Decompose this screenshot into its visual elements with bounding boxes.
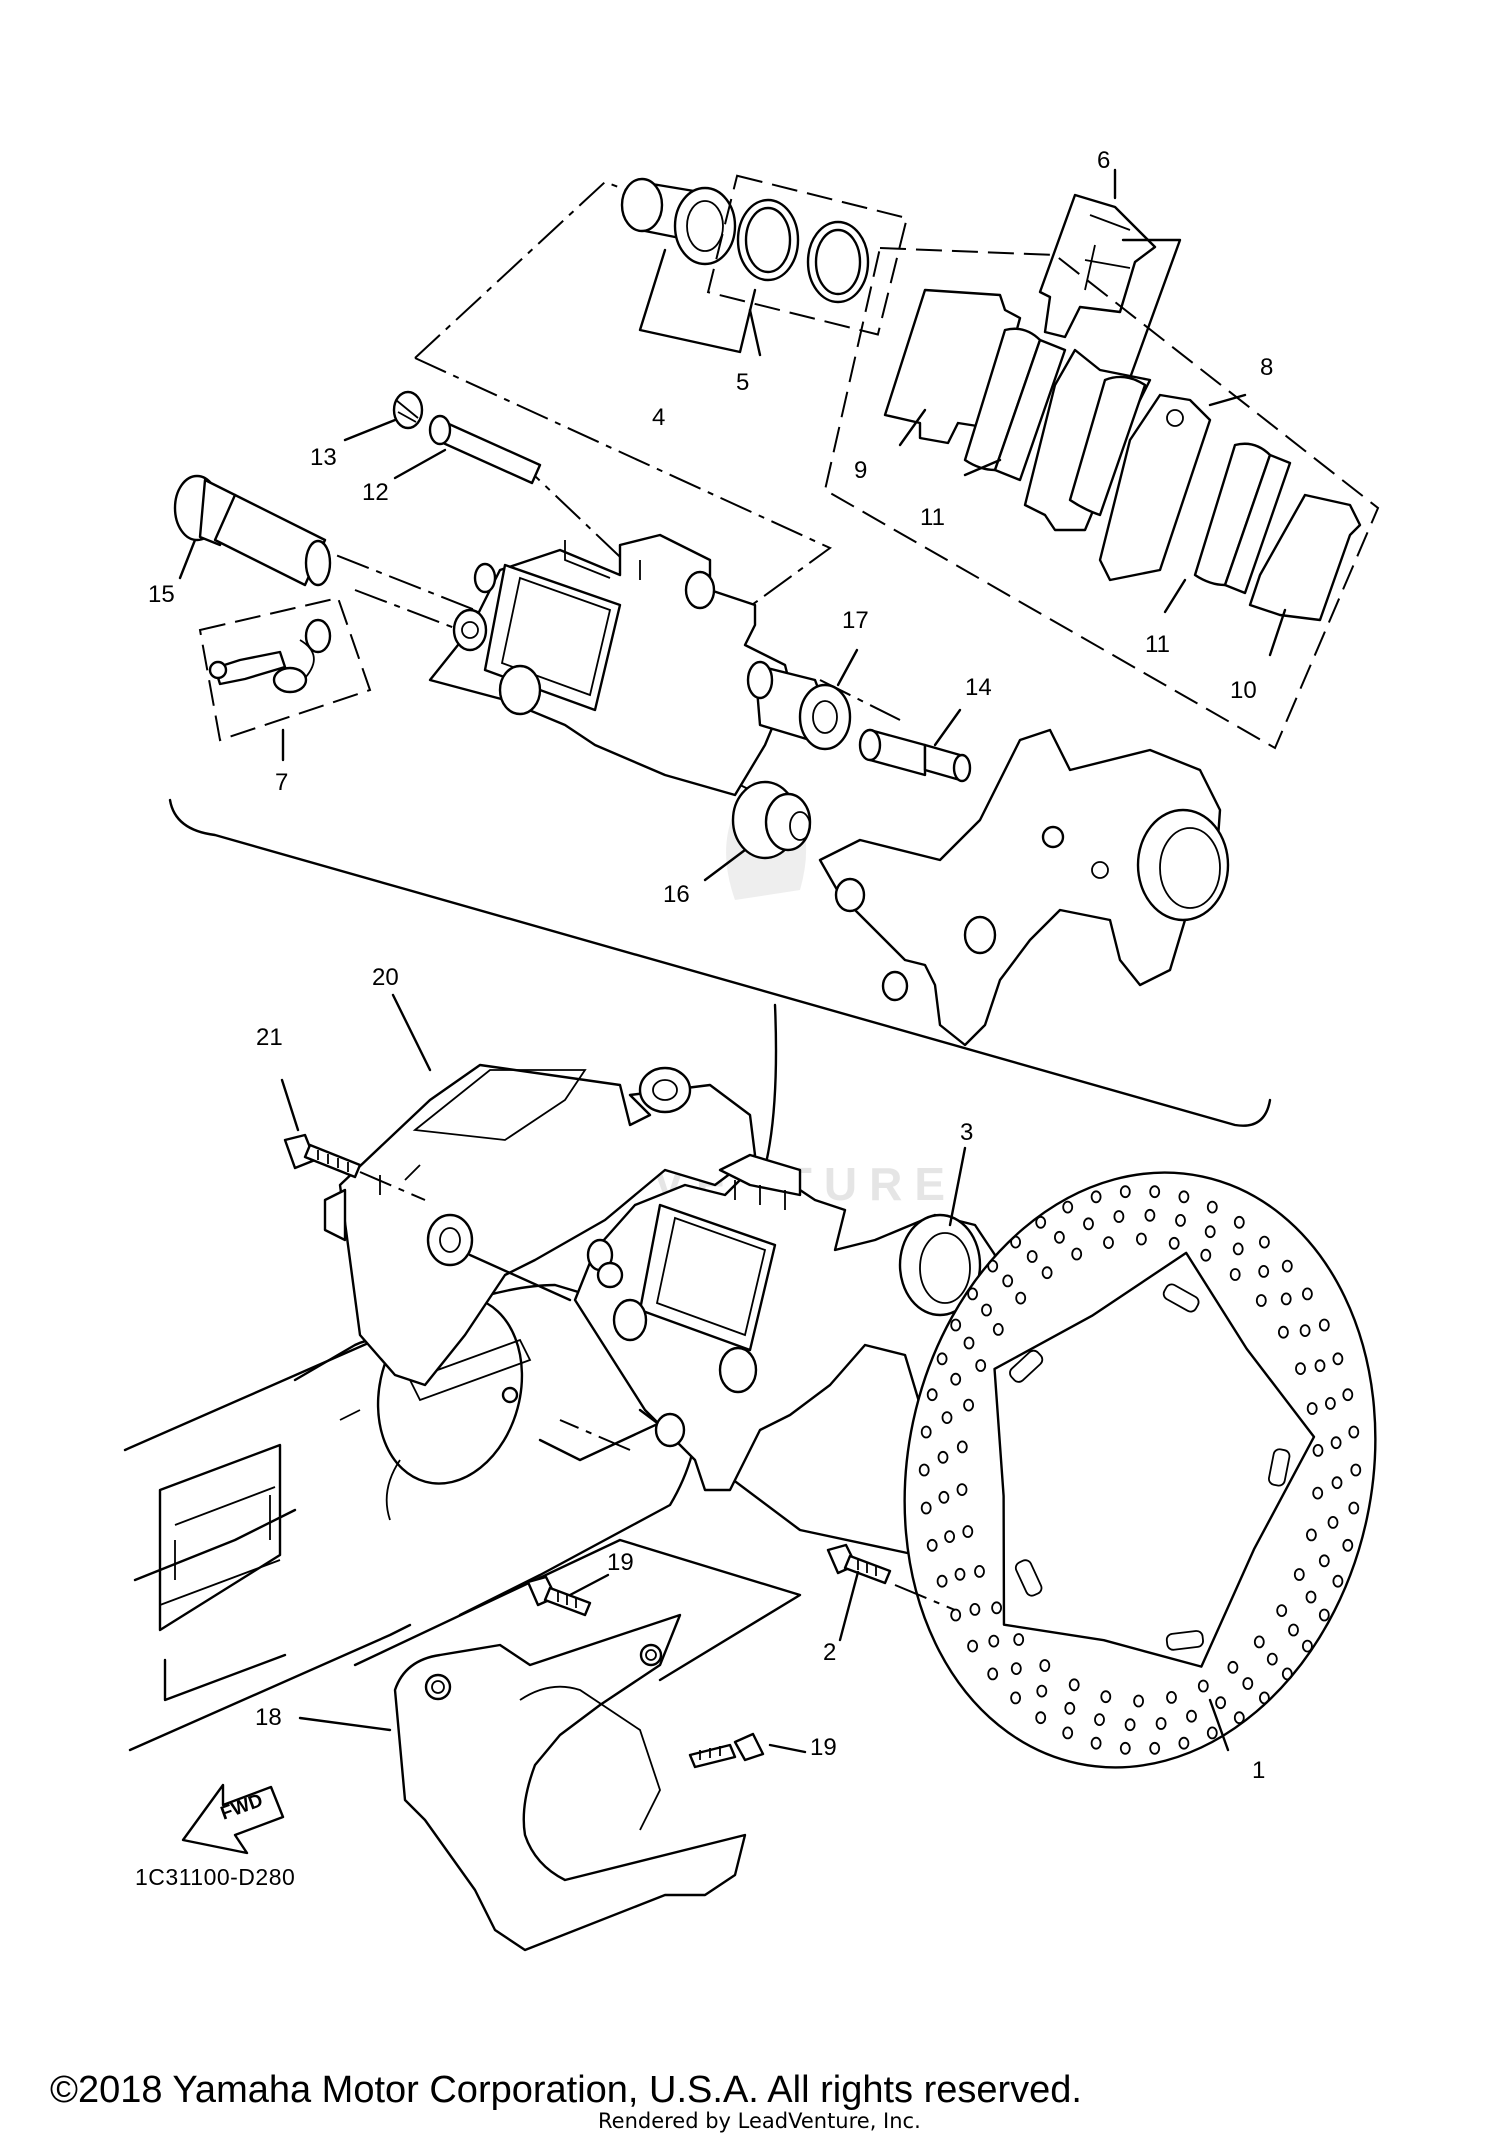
leader-line xyxy=(1121,238,1182,380)
caliper-bracket-bolt xyxy=(283,1133,362,1179)
leader-line xyxy=(963,458,1002,477)
callout-14: 14 xyxy=(965,674,992,701)
leader-line xyxy=(1268,608,1287,657)
assembly-line xyxy=(353,1538,802,1682)
callout-7: 7 xyxy=(275,769,288,796)
leader-line xyxy=(280,1078,300,1132)
callout-17: 17 xyxy=(842,607,869,634)
brake-pad xyxy=(1193,442,1292,595)
brake-pad xyxy=(963,327,1067,482)
alignment-line xyxy=(414,180,641,359)
diagram-code: 1C31100-D280 xyxy=(135,1864,295,1890)
brake-pad xyxy=(1023,348,1152,532)
leader-line xyxy=(638,248,757,354)
rendered-by-notice: Rendered by LeadVenture, Inc. xyxy=(598,2109,921,2133)
leader-line xyxy=(568,1573,610,1597)
callout-8: 8 xyxy=(1260,354,1273,381)
callout-13: 13 xyxy=(310,444,337,471)
leader-line xyxy=(1163,578,1187,614)
leader-line xyxy=(343,418,397,442)
alignment-line xyxy=(559,1419,631,1451)
leader-line xyxy=(838,1570,860,1642)
disc-guard xyxy=(393,1613,747,1952)
leader-line xyxy=(836,648,859,687)
alignment-line xyxy=(894,1584,956,1611)
piston-seal-kit xyxy=(706,174,909,336)
slide-pin-boot xyxy=(746,660,852,751)
bleed-screw-kit xyxy=(198,596,372,742)
leader-line xyxy=(768,1743,807,1754)
forward-direction-arrow: FWD xyxy=(181,1783,285,1855)
callout-3: 3 xyxy=(960,1119,973,1146)
disc-bolt xyxy=(826,1543,892,1585)
pad-shim xyxy=(1248,493,1362,622)
callout-19-upper: 19 xyxy=(607,1549,634,1576)
callout-19-lower: 19 xyxy=(810,1734,837,1761)
callout-21: 21 xyxy=(256,1024,283,1051)
leader-line xyxy=(393,448,447,480)
disc-guard-bolt xyxy=(688,1732,765,1769)
pad-pin-plug xyxy=(392,390,424,430)
brake-disc xyxy=(903,1171,1377,1769)
callout-labels: 6 8 5 4 13 12 9 11 15 17 11 14 10 7 16 2… xyxy=(135,147,1273,1890)
leader-line xyxy=(298,1716,392,1732)
alignment-line xyxy=(359,1171,426,1201)
pad-spring xyxy=(1038,193,1157,339)
leader-line xyxy=(1208,1698,1230,1752)
assembly-line xyxy=(468,1253,572,1302)
swingarm xyxy=(123,1283,702,1752)
callout-15: 15 xyxy=(148,581,175,608)
callout-4: 4 xyxy=(652,404,665,431)
leader-line xyxy=(933,708,962,747)
caliper-body xyxy=(428,533,792,797)
caliper-bracket xyxy=(323,1063,757,1387)
copyright-notice: ©2018 Yamaha Motor Corporation, U.S.A. A… xyxy=(50,2069,1082,2111)
callout-20: 20 xyxy=(372,964,399,991)
leader-line xyxy=(898,408,927,447)
piston xyxy=(620,177,737,266)
brake-pad-kit-outline xyxy=(823,246,1380,750)
callout-12: 12 xyxy=(362,479,389,506)
alignment-line xyxy=(284,534,476,611)
leader-line xyxy=(748,308,762,357)
pad-pin xyxy=(428,414,542,485)
callout-11-upper: 11 xyxy=(920,504,945,531)
brake-pad xyxy=(1098,393,1212,582)
disc-guard-bolt xyxy=(526,1575,592,1617)
brake-caliper-assembly xyxy=(573,1153,997,1492)
slide-pin-boot xyxy=(731,780,812,860)
callout-10: 10 xyxy=(1230,677,1257,704)
alignment-line xyxy=(414,357,832,611)
bracket-pin xyxy=(858,728,972,783)
callout-6: 6 xyxy=(1097,147,1110,174)
callout-2: 2 xyxy=(823,1639,836,1666)
callout-5: 5 xyxy=(736,369,749,396)
callout-16: 16 xyxy=(663,881,690,908)
installed-brake-assembly: FWD xyxy=(123,993,1377,1952)
leader-line xyxy=(703,848,747,882)
leader-line xyxy=(178,538,197,580)
leader-line xyxy=(948,1146,967,1227)
caliper-slide-pin xyxy=(173,474,332,587)
alignment-line xyxy=(354,589,461,631)
exploded-caliper-assembly xyxy=(168,168,1380,1187)
callout-18: 18 xyxy=(255,1704,282,1731)
callout-9: 9 xyxy=(854,457,867,484)
caliper-bracket xyxy=(818,728,1230,1047)
callout-11-lower: 11 xyxy=(1145,631,1170,658)
callout-1: 1 xyxy=(1252,1757,1265,1784)
leader-line xyxy=(1208,393,1247,407)
leader-line xyxy=(391,993,432,1072)
assembly-bracket-line xyxy=(168,798,1272,1127)
